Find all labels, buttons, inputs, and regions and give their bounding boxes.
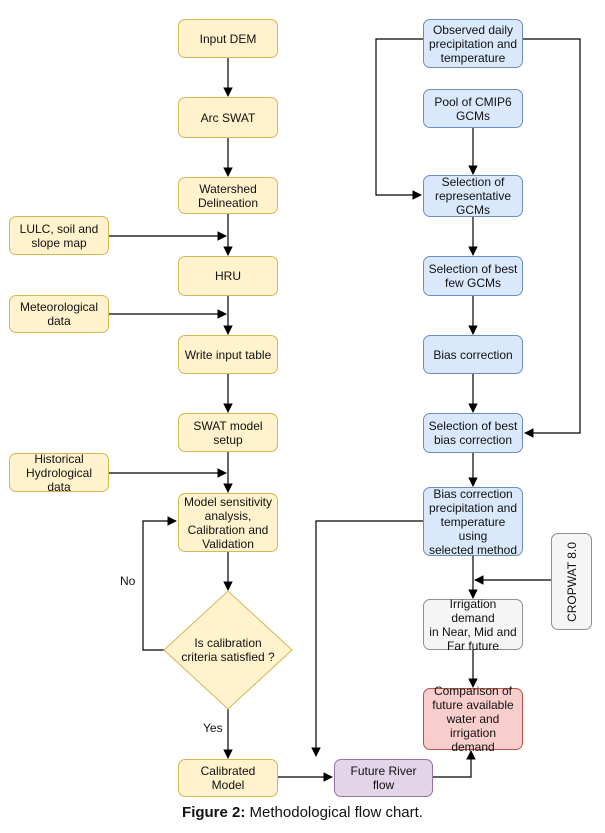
node-lulc: LULC, soil and slope map — [9, 216, 109, 255]
node-cropwat: CROPWAT 8.0 — [551, 533, 592, 630]
node-observed: Observed daily precipitation and tempera… — [423, 19, 523, 68]
node-cmip6: Pool of CMIP6 GCMs — [423, 89, 523, 128]
node-input-dem-label: Input DEM — [199, 31, 257, 46]
node-swat-setup: SWAT model setup — [178, 413, 278, 452]
edge-decision-no — [142, 516, 177, 651]
node-sensitivity: Model sensitivity analysis, Calibration … — [178, 493, 278, 552]
node-comparison-label: Comparison of future available water and… — [432, 684, 514, 754]
node-swat-setup-label: SWAT model setup — [193, 418, 263, 447]
node-lulc-label: LULC, soil and slope map — [19, 221, 99, 250]
node-arc-swat-label: Arc SWAT — [200, 110, 256, 125]
edge-observed-selection — [375, 38, 423, 200]
figure-caption-text: Methodological flow chart. — [245, 804, 423, 821]
node-calibrated: Calibrated Model — [178, 759, 278, 797]
node-selection-best: Selection of best few GCMs — [423, 256, 523, 296]
node-selection-best-label: Selection of best few GCMs — [428, 262, 518, 290]
figure-caption: Figure 2: Methodological flow chart. — [0, 804, 605, 821]
node-bias: Bias correction — [423, 335, 523, 374]
node-calibrated-label: Calibrated Model — [200, 764, 256, 792]
node-write-input: Write input table — [178, 335, 278, 374]
edge-label-no: No — [118, 574, 138, 588]
node-future-river-label: Future River flow — [350, 764, 417, 792]
node-decision: Is calibration criteria satisfied ? — [178, 630, 278, 670]
node-hru-label: HRU — [215, 269, 241, 283]
node-watershed-label: Watershed Delineation — [197, 181, 259, 210]
node-watershed: Watershed Delineation — [178, 177, 278, 214]
node-meteorological-label: Meteorological data — [19, 300, 99, 328]
node-selection-rep-label: Selection of representative GCMs — [434, 175, 512, 217]
node-irrigation-label: Irrigation demand in Near, Mid and Far f… — [429, 596, 517, 653]
node-selection-bias-label: Selection of best bias correction — [428, 419, 518, 447]
node-arc-swat: Arc SWAT — [178, 97, 278, 138]
edge-biasapplied-future — [311, 520, 423, 757]
node-meteorological: Meteorological data — [9, 295, 109, 333]
edge-future-comparison — [433, 750, 476, 778]
node-decision-label: Is calibration criteria satisfied ? — [181, 636, 275, 664]
node-historical-label: Historical Hydrological data — [25, 451, 93, 494]
node-selection-rep: Selection of representative GCMs — [423, 175, 523, 217]
node-selection-bias: Selection of best bias correction — [423, 413, 523, 453]
node-bias-applied: Bias correction precipitation and temper… — [423, 486, 523, 557]
node-observed-label: Observed daily precipitation and tempera… — [428, 22, 518, 65]
node-irrigation: Irrigation demand in Near, Mid and Far f… — [423, 596, 523, 653]
node-comparison: Comparison of future available water and… — [423, 684, 523, 754]
node-sensitivity-label: Model sensitivity analysis, Calibration … — [183, 494, 273, 551]
node-historical: Historical Hydrological data — [9, 451, 109, 494]
node-cmip6-label: Pool of CMIP6 GCMs — [434, 94, 512, 123]
figure-caption-label: Figure 2: — [182, 804, 246, 821]
node-input-dem: Input DEM — [178, 19, 278, 58]
edge-observed-selbias — [523, 38, 581, 438]
node-bias-label: Bias correction — [433, 347, 513, 362]
node-write-input-label: Write input table — [184, 347, 272, 362]
edge-label-yes: Yes — [201, 721, 225, 735]
node-hru: HRU — [178, 256, 278, 296]
node-future-river: Future River flow — [334, 759, 433, 797]
node-cropwat-label: CROPWAT 8.0 — [564, 541, 579, 622]
node-bias-applied-label: Bias correction precipitation and temper… — [428, 486, 518, 557]
decision-diamond — [163, 590, 293, 710]
